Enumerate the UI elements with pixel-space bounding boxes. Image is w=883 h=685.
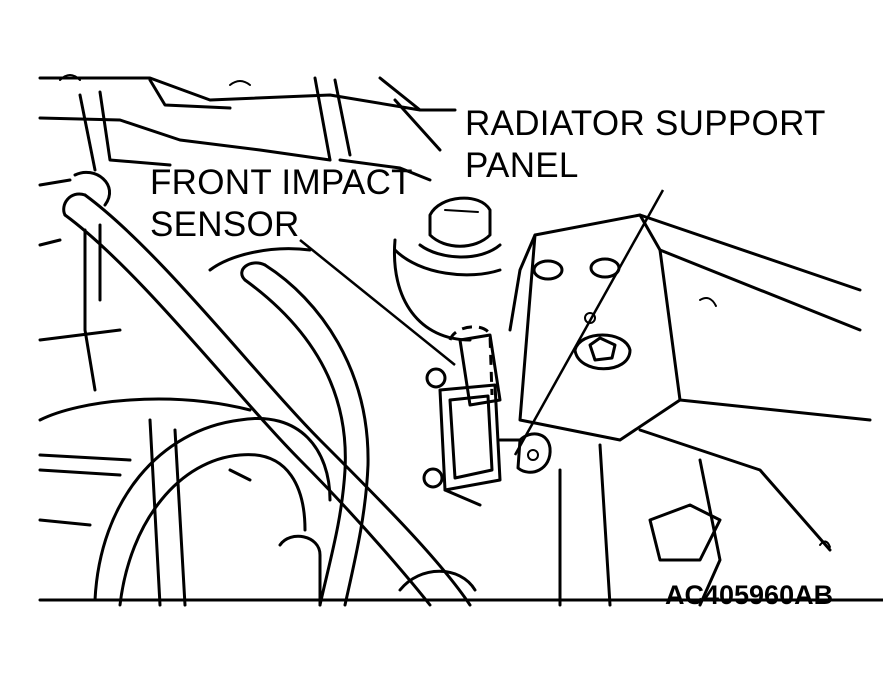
front-impact-sensor-part — [422, 333, 552, 507]
front-impact-sensor-label-line2: SENSOR — [150, 205, 300, 244]
upper-body-panels — [38, 74, 457, 247]
small-hose — [208, 247, 370, 607]
radiator-support-panel-label-line1: RADIATOR SUPPORT — [465, 104, 826, 143]
figure-code: AC405960AB — [665, 580, 834, 610]
left-strut — [38, 223, 332, 607]
radiator-support-panel — [508, 213, 872, 607]
front-impact-sensor-label-line1: FRONT IMPACT — [150, 163, 413, 202]
radiator-support-panel-leader — [513, 189, 665, 456]
radiator-support-panel-label: RADIATOR SUPPORT PANEL — [465, 103, 826, 187]
coolant-hose — [62, 170, 472, 607]
front-impact-sensor-label: FRONT IMPACT SENSOR — [150, 162, 413, 246]
sensor-dashed-outline — [448, 325, 494, 396]
central-mount — [392, 196, 502, 342]
radiator-support-panel-label-line2: PANEL — [465, 146, 579, 185]
lower-engine-parts — [38, 468, 883, 607]
front-impact-sensor-leader — [299, 239, 456, 366]
